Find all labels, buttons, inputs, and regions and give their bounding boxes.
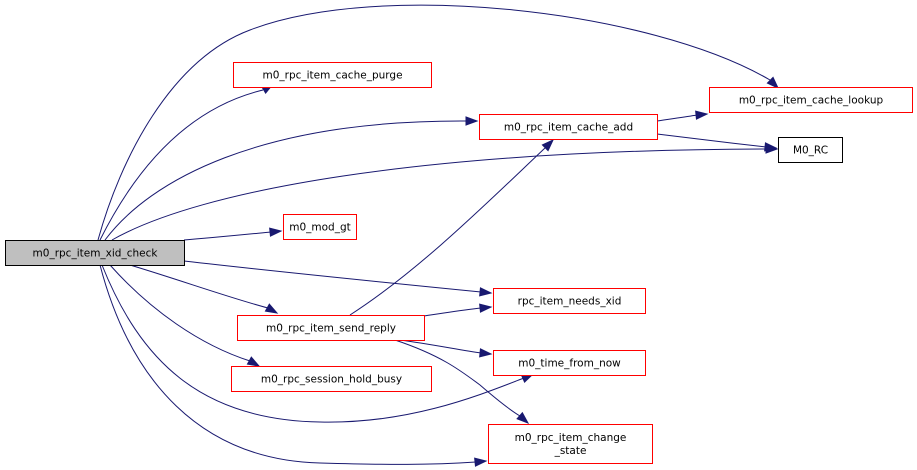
node-xid-check: m0_rpc_item_xid_check — [5, 240, 185, 266]
nodes-layer: m0_rpc_item_xid_check m0_rpc_item_cache_p… — [5, 62, 913, 464]
node-box — [778, 137, 843, 163]
edge-line — [97, 4, 771, 241]
arrowhead-icon — [246, 356, 261, 367]
edge-line — [349, 147, 546, 316]
edge-line — [423, 307, 482, 317]
edge-send_reply-to-needs_xid — [423, 303, 493, 317]
node-box — [488, 424, 653, 464]
edge-xid_check-to-cache_add — [104, 116, 479, 241]
node-label: m0_rpc_item_cache_purge — [262, 70, 402, 82]
arrowhead-icon — [764, 142, 778, 152]
edge-cache_add-to-cache_lookup — [656, 110, 709, 122]
arrowhead-icon — [474, 457, 488, 467]
node-label: m0_rpc_item_cache_add — [504, 122, 633, 134]
edge-line — [183, 260, 482, 293]
node-label: m0_time_from_now — [518, 358, 621, 370]
node-box — [493, 288, 646, 314]
edge-line — [104, 120, 467, 241]
edge-line — [109, 264, 251, 362]
edge-line — [394, 339, 521, 417]
node-cache-purge[interactable]: m0_rpc_item_cache_purge — [233, 62, 432, 88]
arrowhead-icon — [516, 411, 530, 424]
edge-line — [656, 114, 698, 122]
node-label: _state — [554, 445, 587, 457]
edge-line — [183, 231, 272, 241]
node-m0-rc[interactable]: M0_RC — [778, 137, 843, 163]
node-label: rpc_item_needs_xid — [518, 296, 622, 308]
node-cache-lookup[interactable]: m0_rpc_item_cache_lookup — [709, 87, 913, 113]
arrowhead-icon — [479, 287, 493, 297]
node-box — [709, 87, 913, 113]
arrowhead-icon — [766, 76, 780, 90]
arrowhead-icon — [465, 116, 479, 126]
edge-xid_check-to-send_reply — [129, 264, 279, 314]
edge-xid_check-to-mod_gt — [183, 227, 283, 241]
edge-line — [101, 264, 525, 423]
node-hold-busy[interactable]: m0_rpc_session_hold_busy — [231, 366, 432, 392]
node-label: M0_RC — [793, 145, 828, 157]
arrowhead-icon — [264, 303, 279, 314]
node-label: m0_mod_gt — [289, 222, 351, 234]
node-label: m0_rpc_item_xid_check — [33, 248, 159, 260]
node-label: m0_rpc_item_change — [515, 432, 627, 444]
arrowhead-icon — [269, 227, 283, 237]
edge-xid_check-to-hold_busy — [109, 264, 261, 367]
edge-line — [111, 148, 767, 241]
arrowhead-icon — [479, 348, 493, 358]
node-needs-xid[interactable]: rpc_item_needs_xid — [493, 288, 646, 314]
node-time-from-now[interactable]: m0_time_from_now — [493, 350, 646, 376]
edge-send_reply-to-change_state — [394, 339, 530, 424]
edge-xid_check-to-cache_lookup — [97, 4, 780, 241]
node-label: m0_rpc_item_send_reply — [266, 323, 396, 335]
edge-cache_add-to-m0_rc — [656, 133, 778, 152]
edge-xid_check-to-change_state — [99, 264, 488, 467]
edge-xid_check-to-m0_rc — [111, 144, 779, 241]
edge-xid_check-to-time_from_now — [101, 264, 535, 423]
edge-line — [399, 339, 482, 354]
node-box — [493, 350, 646, 376]
node-box — [283, 214, 357, 240]
node-label: m0_rpc_session_hold_busy — [261, 374, 402, 386]
arrowhead-icon — [541, 138, 555, 152]
node-change-state[interactable]: m0_rpc_item_change_state — [488, 424, 653, 464]
node-box — [5, 240, 185, 266]
edge-send_reply-to-cache_add — [349, 138, 555, 316]
arrowhead-icon — [695, 110, 709, 120]
node-box — [479, 114, 658, 140]
node-send-reply[interactable]: m0_rpc_item_send_reply — [237, 315, 425, 341]
edges-layer — [97, 4, 780, 467]
edge-line — [99, 264, 477, 465]
node-mod-gt[interactable]: m0_mod_gt — [283, 214, 357, 240]
node-box — [233, 62, 432, 88]
node-box — [231, 366, 432, 392]
edge-send_reply-to-time_from_now — [399, 339, 493, 358]
arrowhead-icon — [479, 303, 493, 313]
edge-line — [99, 89, 264, 241]
node-box — [237, 315, 425, 341]
edge-line — [129, 264, 269, 309]
node-label: m0_rpc_item_cache_lookup — [739, 95, 884, 107]
node-cache-add[interactable]: m0_rpc_item_cache_add — [479, 114, 658, 140]
edge-line — [656, 133, 767, 148]
edge-xid_check-to-needs_xid — [183, 260, 493, 297]
